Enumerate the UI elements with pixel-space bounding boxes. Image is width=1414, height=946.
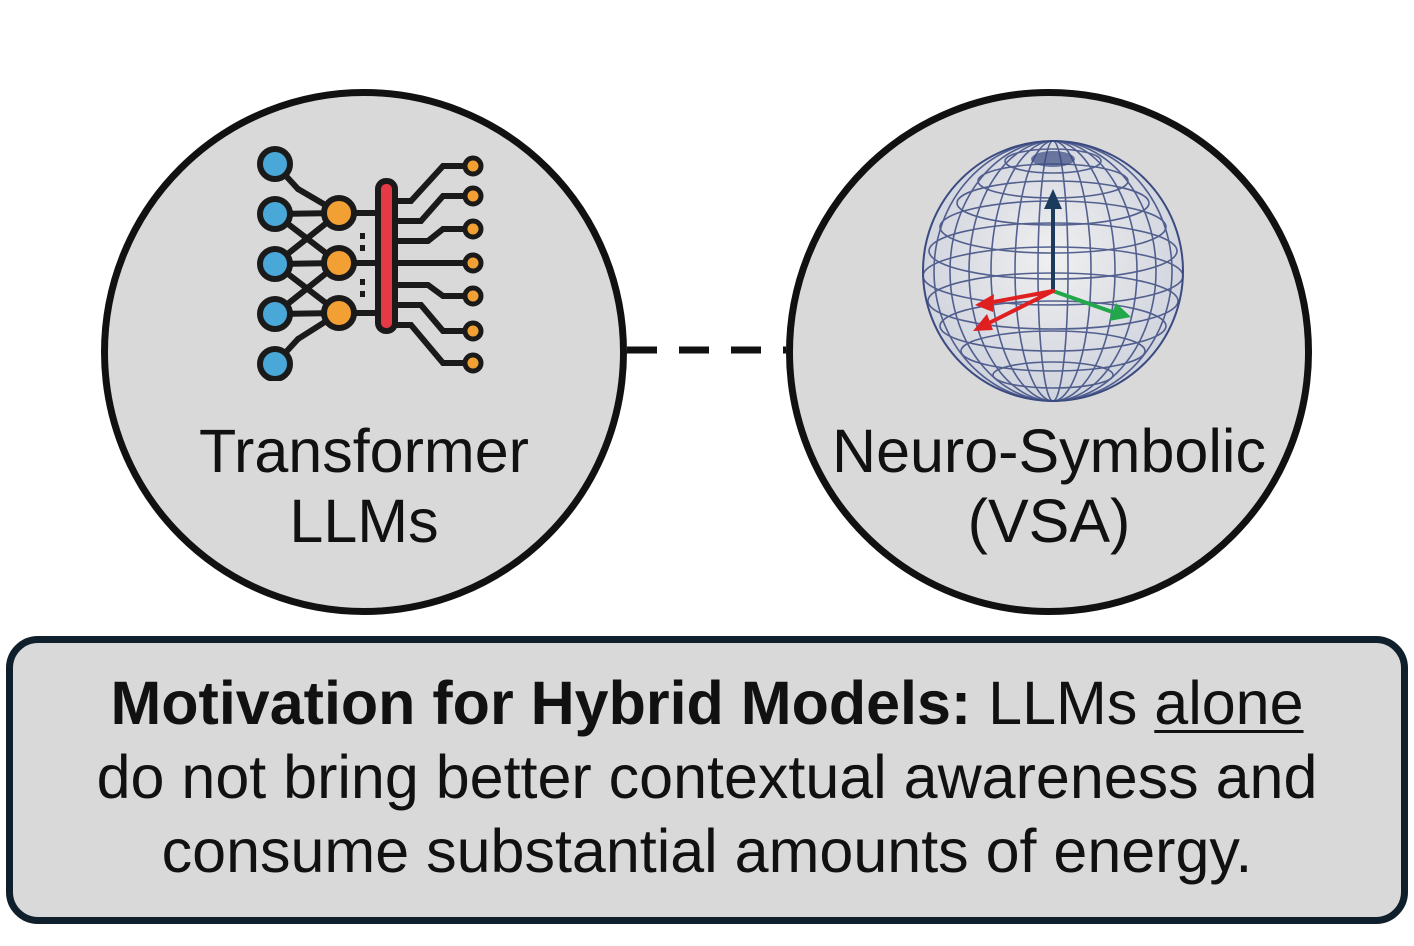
transformer-llm-node: Transformer LLMs [101, 89, 627, 615]
neuro-symbolic-label-line2: (VSA) [967, 487, 1131, 555]
transformer-llm-label-line1: Transformer [199, 417, 529, 485]
transformer-llm-label: Transformer LLMs [108, 416, 620, 556]
motivation-heading: Motivation for Hybrid Models: [110, 669, 972, 737]
neuro-symbolic-label: Neuro-Symbolic (VSA) [793, 416, 1305, 556]
vector-sphere-icon [913, 131, 1193, 411]
motivation-text-after: do not bring better contextual awareness… [96, 743, 1318, 885]
neural-network-icon [253, 141, 503, 382]
motivation-box: Motivation for Hybrid Models: LLMs alone… [6, 636, 1408, 924]
neuro-symbolic-label-line1: Neuro-Symbolic [832, 417, 1266, 485]
neuro-symbolic-node: Neuro-Symbolic (VSA) [786, 89, 1312, 615]
dashed-connector [627, 346, 786, 354]
motivation-text-before: LLMs [971, 669, 1155, 737]
motivation-emphasis: alone [1154, 669, 1304, 737]
motivation-text: Motivation for Hybrid Models: LLMs alone… [37, 666, 1377, 888]
transformer-llm-label-line2: LLMs [289, 487, 439, 555]
